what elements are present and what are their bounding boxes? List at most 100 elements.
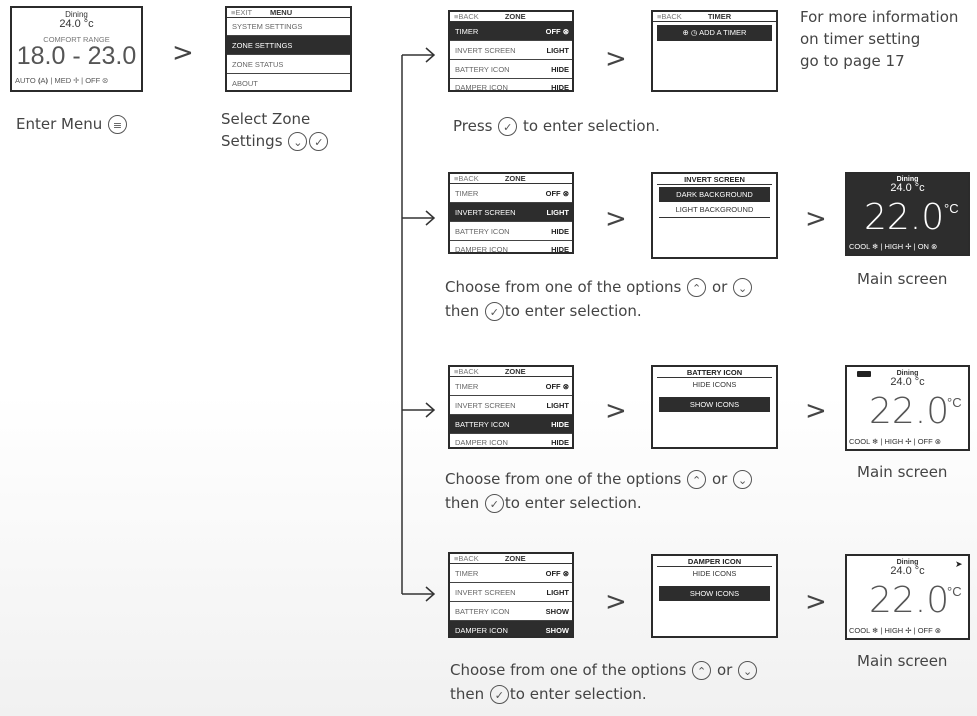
back-link[interactable]: ≡BACK — [454, 367, 479, 376]
menu-item-about[interactable]: ABOUT — [232, 78, 258, 88]
settings-line: Settings ⌄✓ — [221, 130, 329, 152]
timer-icon: ⊗ — [562, 188, 569, 198]
down-arrow-icon: ⌄ — [733, 278, 753, 297]
separator: > — [172, 38, 194, 68]
timer-icon: ⊗ — [562, 26, 569, 36]
main-screen-caption: Main screen — [857, 652, 948, 670]
back-link[interactable]: ≡BACK — [454, 554, 479, 563]
main-screen-damper: ➤ Dining 24.0 °c 22.0 °C COOL ❄ | HIGH ✢… — [845, 554, 970, 640]
down-arrow-icon: ⌄ — [288, 132, 308, 151]
main-status: COOL ❄ | HIGH ✢ | OFF ⊗ — [849, 626, 942, 635]
option-light-background[interactable]: LIGHT BACKGROUND — [659, 202, 770, 218]
up-arrow-icon: ⌃ — [692, 661, 712, 680]
check-icon: ✓ — [484, 302, 504, 321]
menu-item-system-settings[interactable]: SYSTEM SETTINGS — [227, 18, 350, 36]
timer-icon: ⊗ — [562, 568, 569, 578]
flow-arrows — [401, 47, 436, 602]
timer-screen: ≡BACK TIMER ⊕ ◷ ADD A TIMER — [651, 10, 778, 92]
check-icon: ✓ — [309, 132, 329, 151]
choose-caption: Choose from one of the options ⌃ or ⌄ th… — [450, 658, 758, 706]
battery-icon — [857, 371, 871, 377]
separator: > — [805, 204, 827, 234]
main-screen-battery: Dining 24.0 °c 22.0 °C COOL ❄ | HIGH ✢ |… — [845, 365, 970, 451]
option-show-icons[interactable]: SHOW ICONS — [659, 397, 770, 412]
comfort-range-value: 18.0 - 23.0 — [16, 42, 137, 70]
check-icon: ✓ — [484, 494, 504, 513]
home-status: AUTO ⟬A⟭ | MED ✢ | OFF ⊗ — [15, 76, 109, 85]
zone-title: ZONE — [504, 367, 526, 376]
menu-icon: ≡ — [108, 115, 127, 134]
battery-title: BATTERY ICON — [657, 367, 772, 378]
up-arrow-icon: ⌃ — [687, 470, 707, 489]
choose-caption: Choose from one of the options ⌃ or ⌄ th… — [445, 275, 753, 323]
invert-screen-options: INVERT SCREEN DARK BACKGROUND LIGHT BACK… — [651, 172, 778, 259]
up-arrow-icon: ⌃ — [687, 278, 707, 297]
separator: > — [805, 587, 827, 617]
invert-title: INVERT SCREEN — [657, 174, 772, 185]
timer-icon: ⊗ — [562, 381, 569, 391]
separator: > — [605, 44, 627, 74]
timer-title: TIMER — [707, 12, 732, 21]
separator: > — [605, 204, 627, 234]
select-zone-text: Select Zone — [221, 110, 311, 128]
back-link[interactable]: ≡BACK — [454, 12, 479, 21]
choose-caption: Choose from one of the options ⌃ or ⌄ th… — [445, 467, 753, 515]
enter-menu-text: Enter Menu — [16, 115, 103, 133]
main-status: COOL ❄ | HIGH ✢ | ON ⊗ — [849, 242, 938, 251]
down-arrow-icon: ⌄ — [733, 470, 753, 489]
menu-title: MENU — [270, 8, 293, 17]
main-status: COOL ❄ | HIGH ✢ | OFF ⊗ — [849, 437, 942, 446]
zone-title: ZONE — [504, 12, 526, 21]
check-icon: ✓ — [489, 685, 509, 704]
main-screen-caption: Main screen — [857, 270, 948, 288]
back-link[interactable]: ≡BACK — [657, 12, 682, 21]
damper-icon: ➤ — [955, 559, 963, 569]
option-hide-icons[interactable]: HIDE ICONS — [692, 380, 737, 389]
main-screen-caption: Main screen — [857, 463, 948, 481]
separator: > — [605, 587, 627, 617]
menu-exit[interactable]: ≡EXIT — [231, 8, 253, 17]
check-icon: ✓ — [498, 117, 518, 136]
damper-icon-options: DAMPER ICON HIDE ICONS SHOW ICONS — [651, 554, 778, 638]
separator: > — [805, 396, 827, 426]
down-arrow-icon: ⌄ — [738, 661, 758, 680]
home-setpoint: 24.0 °c — [59, 18, 94, 30]
zone-title: ZONE — [504, 554, 526, 563]
comfort-range-label: COMFORT RANGE — [43, 35, 110, 44]
option-show-icons[interactable]: SHOW ICONS — [659, 586, 770, 601]
main-screen-dark: Dining 24.0 °c 22.0 °C COOL ❄ | HIGH ✢ |… — [845, 172, 970, 256]
press-caption: Press ✓ to enter selection. — [453, 117, 660, 136]
select-zone-caption: Select Zone Settings ⌄✓ — [221, 108, 329, 152]
home-screen: Dining 24.0 °c COMFORT RANGE 18.0 - 23.0… — [10, 6, 143, 92]
menu-item-zone-settings[interactable]: ZONE SETTINGS — [227, 36, 350, 55]
home-zone-name: Dining — [65, 10, 88, 19]
option-hide-icons[interactable]: HIDE ICONS — [692, 569, 737, 578]
add-timer-button[interactable]: ⊕ ◷ ADD A TIMER — [657, 25, 772, 41]
enter-menu-caption: Enter Menu ≡ — [16, 115, 128, 134]
menu-screen: ≡EXIT MENU SYSTEM SETTINGS ZONE SETTINGS… — [225, 6, 352, 92]
separator: > — [605, 396, 627, 426]
menu-item-zone-status[interactable]: ZONE STATUS — [227, 55, 350, 74]
damper-title: DAMPER ICON — [657, 556, 772, 567]
option-dark-background[interactable]: DARK BACKGROUND — [659, 187, 770, 202]
back-link[interactable]: ≡BACK — [454, 174, 479, 183]
